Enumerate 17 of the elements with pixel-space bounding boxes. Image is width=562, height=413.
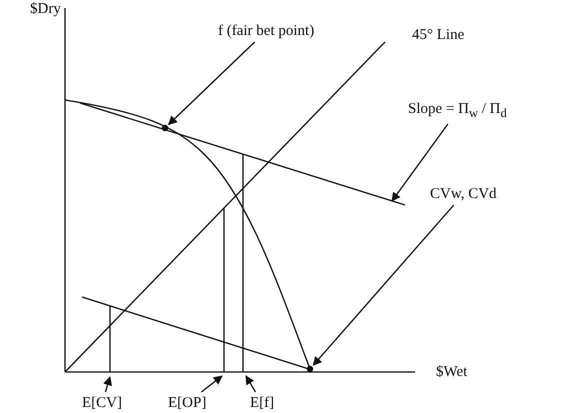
callout-text: E[f]: [250, 394, 274, 412]
leader-arrow: [245, 375, 256, 392]
axis-label: $Dry: [30, 0, 61, 18]
line-label: 45° Line: [412, 26, 464, 44]
point-marker: [306, 366, 314, 372]
callout-text: CVw, CVd: [430, 185, 497, 203]
leader-arrow: [312, 204, 454, 366]
leader-arrow: [168, 42, 256, 126]
leader-arrow: [391, 124, 448, 202]
budget-line: [80, 102, 406, 206]
callout-text: Slope = Π$_{w}$ / Π$_{d}$: [408, 100, 507, 122]
callout-text: E[OP]: [168, 394, 206, 412]
axis-label: $Wet: [436, 363, 468, 381]
leader-arrow: [201, 375, 223, 393]
leader-arrow: [103, 376, 112, 392]
callout-text: f (fair bet point): [218, 22, 314, 40]
callout-text: E[CV]: [82, 394, 122, 412]
